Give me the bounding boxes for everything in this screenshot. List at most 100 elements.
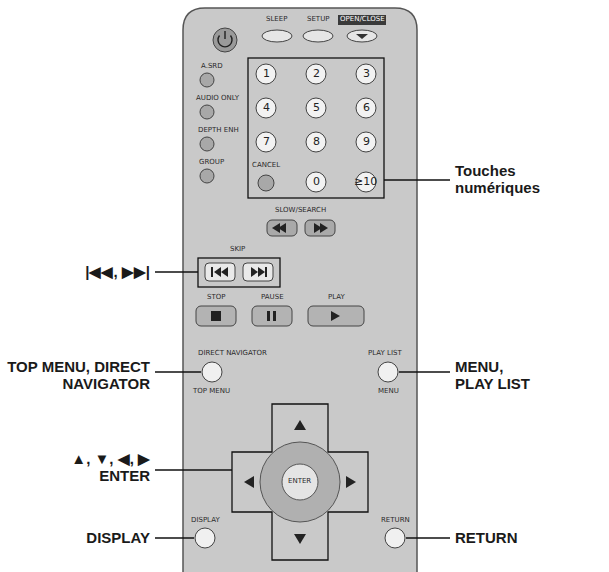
callout-label: TOP MENU, DIRECT NAVIGATOR — [0, 359, 150, 393]
callout-label: Touches numériques — [455, 163, 555, 197]
remote-part — [224, 31, 225, 39]
remote-part — [347, 30, 377, 42]
remote-part — [214, 267, 221, 277]
top-row — [213, 15, 386, 52]
key-number: 7 — [263, 136, 270, 148]
remote-part — [155, 469, 232, 470]
remote-part — [306, 98, 326, 118]
remote-part — [155, 371, 201, 372]
remote-part — [356, 98, 376, 118]
remote-part — [356, 34, 368, 39]
direction-pad — [244, 420, 356, 544]
remote-part — [183, 8, 417, 572]
button-label: PLAY LIST — [368, 350, 402, 358]
button-label: MENU — [378, 388, 399, 396]
remote-part — [205, 263, 235, 281]
remote-part — [213, 28, 237, 52]
remote-part — [267, 220, 297, 236]
button-label: CANCEL — [252, 162, 280, 170]
remote-part — [256, 132, 276, 152]
remote-part — [356, 64, 376, 84]
callout-label: MENU, PLAY LIST — [455, 359, 539, 393]
key-number: 2 — [313, 68, 320, 80]
remote-part — [256, 64, 276, 84]
button-label: STOP — [207, 294, 225, 302]
remote-part — [294, 420, 306, 430]
remote-part — [378, 362, 398, 382]
button-label: OPEN/CLOSE — [340, 16, 385, 24]
remote-part — [272, 223, 280, 233]
key-number: 5 — [313, 102, 320, 114]
remote-part — [232, 404, 368, 560]
key-number: 6 — [363, 102, 370, 114]
button-label: DEPTH ENH — [198, 127, 239, 135]
button-label: ENTER — [288, 478, 311, 486]
callout-label: DISPLAY — [86, 530, 150, 547]
callout-label: ▲, ▼, ◀, ▶ ENTER — [50, 451, 150, 485]
remote-part — [258, 175, 274, 191]
remote-part — [306, 64, 326, 84]
remote-part — [305, 220, 335, 236]
remote-part — [306, 172, 326, 192]
remote-part — [338, 15, 386, 25]
remote-part — [200, 73, 214, 87]
button-label: RETURN — [381, 517, 410, 525]
key-number: 4 — [263, 102, 270, 114]
remote-part — [294, 534, 306, 544]
button-label: PAUSE — [261, 294, 284, 302]
button-label: AUDIO ONLY — [196, 95, 239, 103]
key-number: 9 — [363, 136, 370, 148]
key-number: 3 — [363, 68, 370, 80]
leader-lines — [155, 180, 450, 538]
remote-part — [195, 528, 215, 548]
transport-buttons — [196, 220, 364, 326]
key-number: ≥10 — [354, 176, 377, 188]
remote-part — [198, 258, 280, 287]
key-number: 1 — [263, 68, 270, 80]
remote-part — [244, 476, 254, 488]
remote-part — [260, 442, 340, 522]
remote-part — [155, 271, 198, 272]
remote-part — [155, 537, 194, 538]
button-label: DIRECT NAVIGATOR — [198, 350, 267, 358]
button-label: GROUP — [199, 159, 224, 167]
button-label: SLOW/SEARCH — [275, 207, 326, 215]
remote-part — [385, 528, 405, 548]
button-label: SKIP — [230, 246, 245, 254]
remote-part — [251, 267, 258, 277]
remote-part — [356, 132, 376, 152]
remote-part — [331, 311, 340, 321]
key-number: 8 — [313, 136, 320, 148]
remote-part — [262, 30, 292, 42]
remote-part — [320, 223, 328, 233]
remote-part — [211, 267, 213, 277]
remote-part — [308, 306, 364, 326]
remote-part — [406, 537, 450, 538]
remote-part — [200, 105, 214, 119]
remote-part — [273, 311, 276, 321]
number-keys — [256, 64, 376, 192]
button-label: PLAY — [328, 294, 345, 302]
remote-part — [399, 371, 450, 372]
remote-part — [384, 179, 450, 180]
callout-label: |◀◀, ▶▶| — [85, 264, 150, 281]
remote-part — [221, 267, 228, 277]
remote-part — [248, 58, 384, 198]
key-number: 0 — [313, 176, 320, 188]
callout-label: RETURN — [455, 530, 518, 547]
remote-part — [200, 137, 214, 151]
remote-body — [183, 8, 417, 572]
remote-part — [258, 267, 265, 277]
remote-part — [306, 132, 326, 152]
button-label: TOP MENU — [193, 388, 230, 396]
remote-part — [196, 306, 236, 326]
remote-part — [346, 476, 356, 488]
remote-part — [256, 98, 276, 118]
button-label: SETUP — [307, 16, 330, 24]
remote-part — [202, 362, 222, 382]
button-label: A.SRD — [201, 63, 223, 71]
remote-part — [252, 306, 292, 326]
remote-part — [303, 30, 333, 42]
